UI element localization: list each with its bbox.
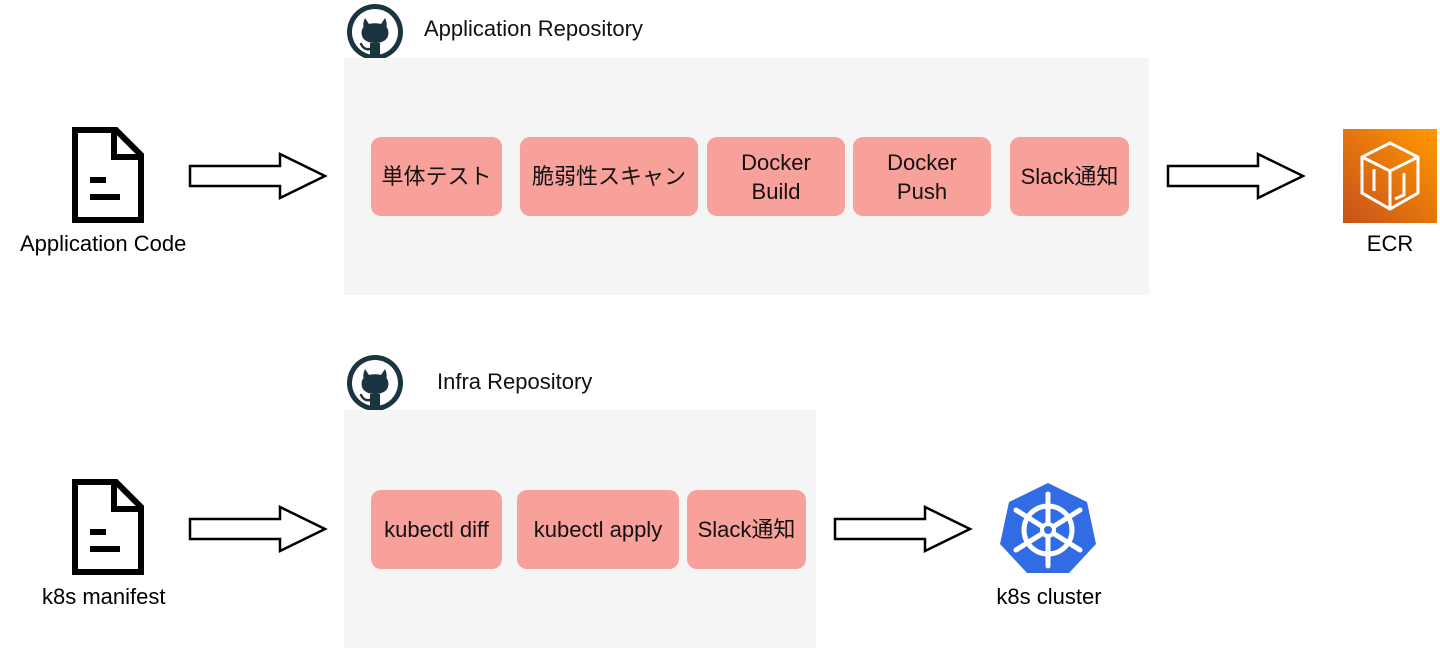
step-docker-push-line2: Push (896, 178, 948, 204)
arrow-right-icon (1166, 151, 1306, 201)
ecr-label: ECR (1366, 231, 1414, 256)
kubernetes-icon (998, 480, 1098, 576)
step-docker-build: Docker Build (707, 137, 845, 216)
step-docker-build-line2: Build (751, 178, 801, 204)
k8s-manifest-label: k8s manifest (42, 584, 166, 609)
step-vulnerability-scan: 脆弱性スキャン (520, 137, 698, 216)
ecr-icon (1343, 129, 1437, 223)
github-icon (346, 3, 404, 61)
step-kubectl-apply: kubectl apply (517, 490, 679, 569)
step-slack-notify-app: Slack通知 (1010, 137, 1129, 216)
step-kubectl-diff: kubectl diff (371, 490, 502, 569)
arrow-right-icon (188, 151, 328, 201)
step-kubectl-diff-label: kubectl diff (384, 517, 489, 542)
k8s-cluster-label: k8s cluster (996, 584, 1102, 609)
arrow-right-icon (833, 504, 973, 554)
step-slack-notify-infra-label: Slack通知 (697, 517, 796, 542)
github-icon (346, 354, 404, 412)
step-docker-push: Docker Push (853, 137, 991, 216)
step-kubectl-apply-label: kubectl apply (533, 517, 663, 542)
application-repository-title: Application Repository (424, 16, 643, 41)
step-vulnerability-scan-label: 脆弱性スキャン (531, 164, 686, 189)
step-unit-test: 単体テスト (371, 137, 502, 216)
application-code-document-icon (70, 125, 146, 225)
step-docker-build-line1: Docker (741, 149, 811, 175)
step-unit-test-label: 単体テスト (381, 164, 492, 189)
application-code-label: Application Code (20, 231, 187, 256)
step-slack-notify-app-label: Slack通知 (1020, 164, 1119, 189)
infra-repository-title: Infra Repository (437, 369, 593, 394)
step-slack-notify-infra: Slack通知 (687, 490, 806, 569)
step-docker-push-line1: Docker (887, 149, 957, 175)
k8s-manifest-document-icon (70, 477, 146, 577)
arrow-right-icon (188, 504, 328, 554)
